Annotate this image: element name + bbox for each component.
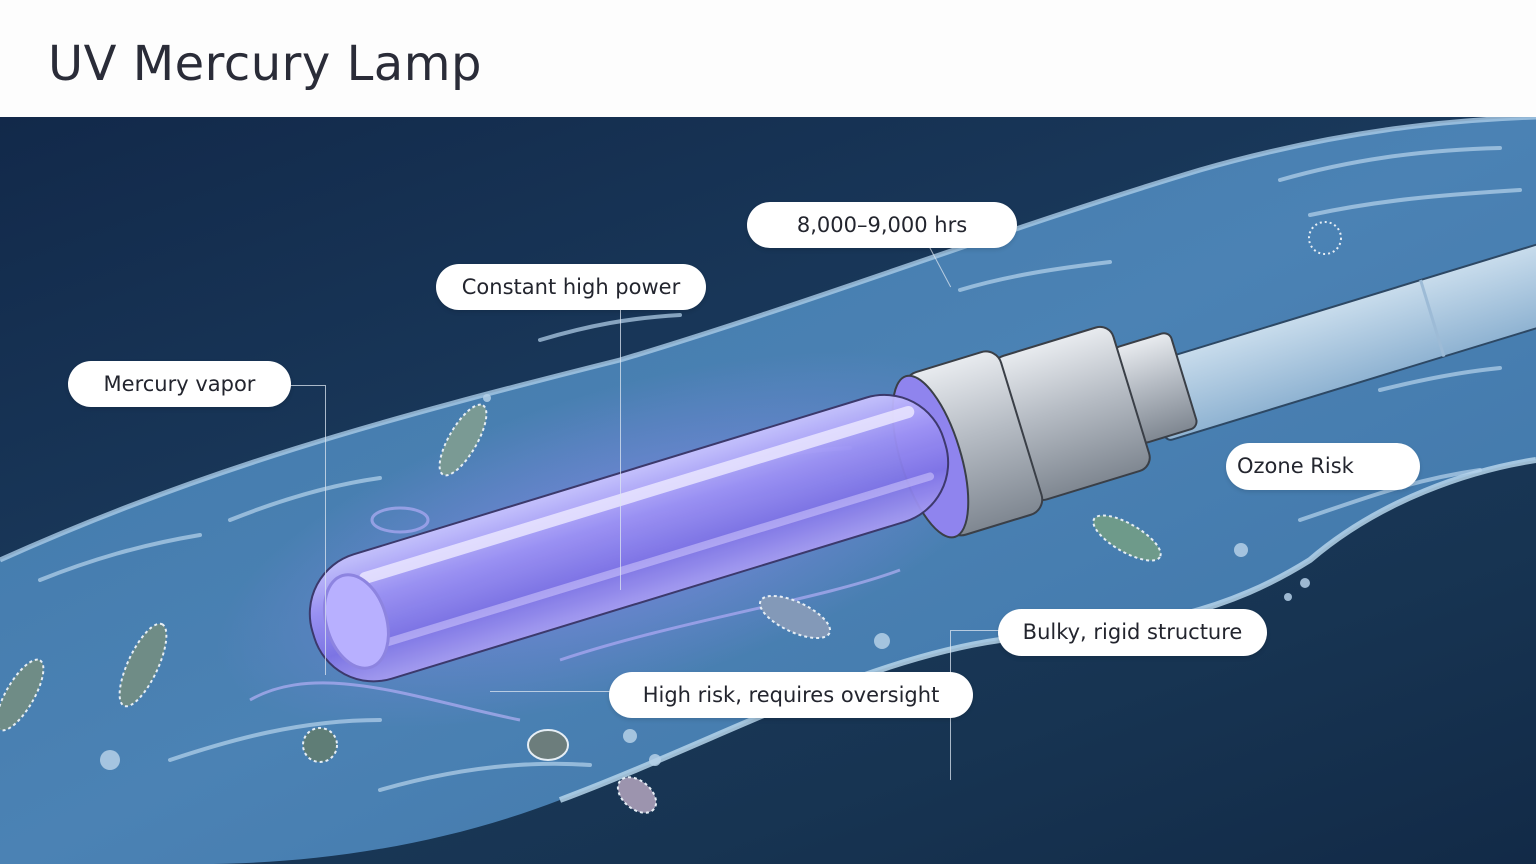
callout-risk: High risk, requires oversight (609, 672, 973, 718)
callout-structure-label: Bulky, rigid structure (1022, 620, 1243, 644)
leader-power (620, 310, 621, 590)
water-scene-graphic (0, 117, 1536, 864)
callout-lifespan-label: 8,000–9,000 hrs (796, 212, 968, 237)
callout-mercury-label: Mercury vapor (103, 371, 256, 396)
callout-ozone: Ozone Risk (1226, 443, 1420, 490)
callout-mercury: Mercury vapor (68, 361, 291, 407)
callout-power: Constant high power (436, 264, 706, 310)
callout-lifespan: 8,000–9,000 hrs (747, 202, 1017, 248)
header: UV Mercury Lamp (0, 0, 1536, 117)
leader-mercury (290, 385, 326, 675)
callout-ozone-label: Ozone Risk (1237, 454, 1354, 478)
page-title: UV Mercury Lamp (48, 36, 482, 92)
callout-risk-label: High risk, requires oversight (642, 682, 940, 707)
leader-risk (490, 691, 610, 692)
callout-power-label: Constant high power (461, 274, 681, 299)
callout-structure: Bulky, rigid structure (998, 609, 1267, 656)
